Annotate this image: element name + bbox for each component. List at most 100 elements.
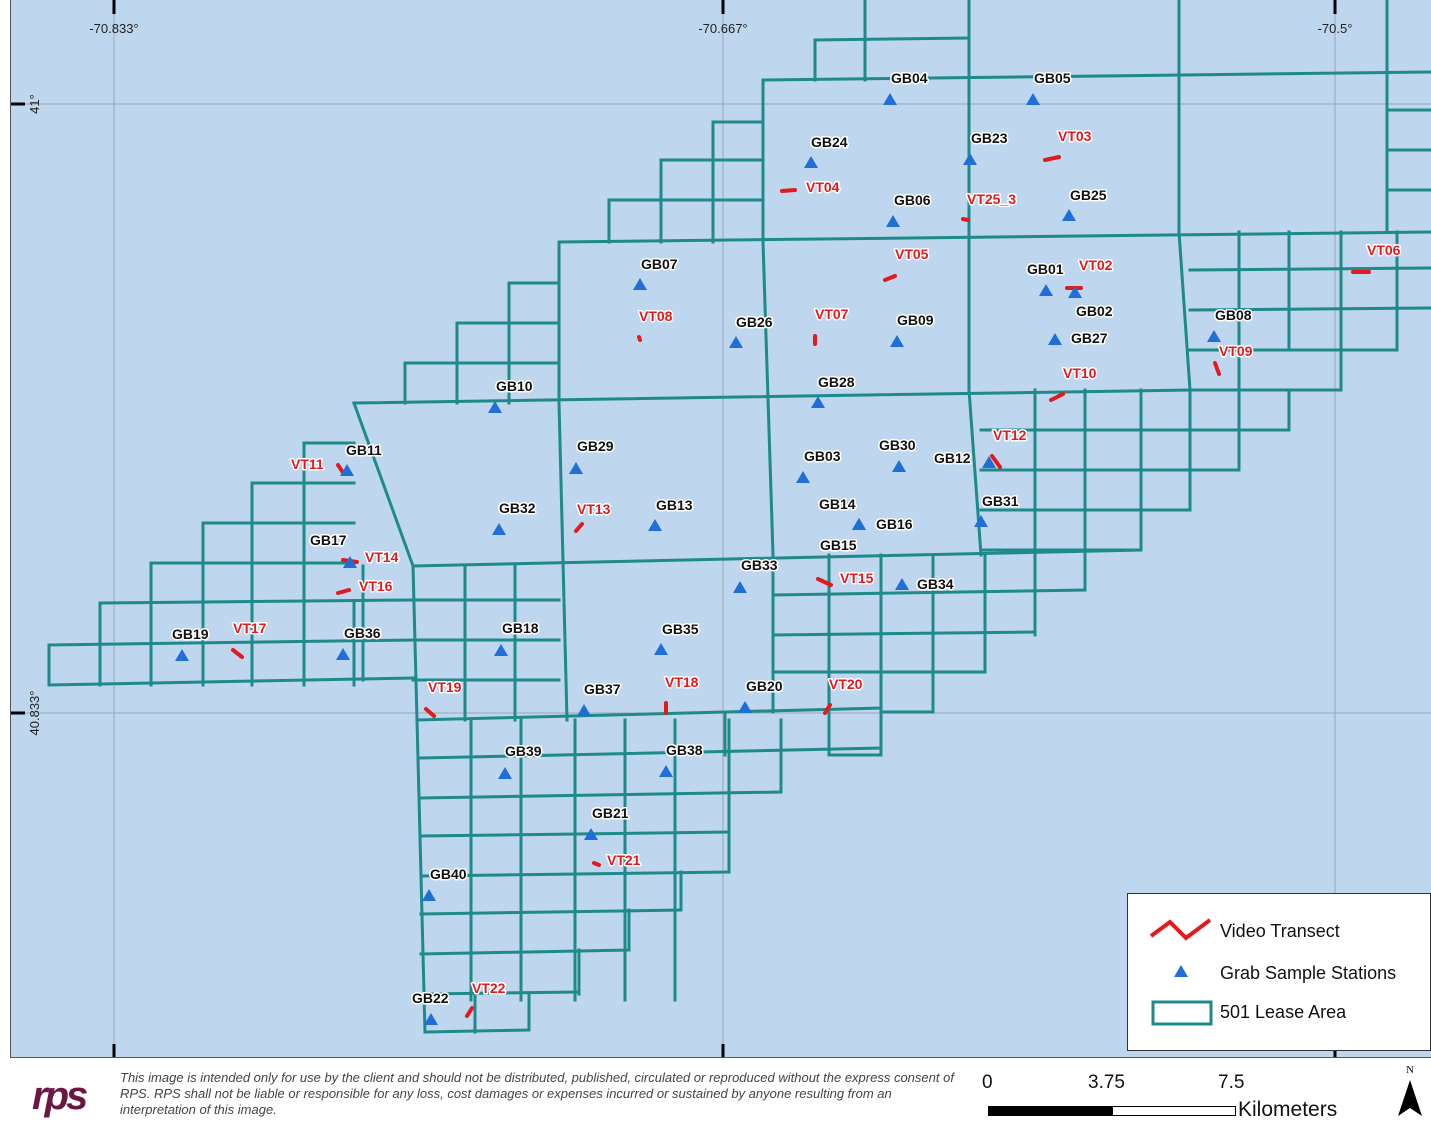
- transect-swatch-icon: [1149, 918, 1212, 941]
- grab-station-label: GB22: [412, 990, 449, 1006]
- latitude-label: 41°: [27, 94, 42, 114]
- scale-unit: Kilometers: [1238, 1098, 1338, 1121]
- lease-block-edge: [1188, 306, 1431, 312]
- video-transect-label: VT22: [472, 980, 506, 996]
- video-transect-label: VT14: [365, 549, 399, 565]
- grab-station-marker: [488, 401, 502, 413]
- lease-block-edge: [352, 401, 415, 568]
- longitude-label: -70.667°: [698, 21, 747, 36]
- grab-station-label: GB30: [879, 437, 916, 453]
- north-label: N: [1406, 1064, 1414, 1076]
- rps-logo: rps: [32, 1074, 88, 1118]
- grab-station-marker: [1026, 93, 1040, 105]
- video-transect-line: [1043, 155, 1061, 162]
- lease-block-edge: [1188, 266, 1431, 272]
- grab-station-marker: [584, 828, 598, 840]
- grab-station-marker: [654, 643, 668, 655]
- lease-block-edge: [557, 230, 1431, 244]
- grab-station-label: GB02: [1076, 303, 1113, 319]
- video-transect-label: VT13: [577, 501, 611, 517]
- grab-station-marker: [175, 649, 189, 661]
- lease-block-edge: [761, 70, 1431, 82]
- grab-station-label: GB39: [505, 743, 542, 759]
- lease-area-grid: [47, 0, 1431, 1034]
- grab-station-marker: [729, 336, 743, 348]
- lease-block-edge: [411, 548, 1143, 568]
- video-transect-line: [231, 648, 244, 659]
- grab-station-label: GB23: [971, 130, 1008, 146]
- grab-station-label: GB35: [662, 621, 699, 637]
- scale-tick-0: 0: [982, 1072, 993, 1093]
- legend-row-lease-area: 501 Lease Area: [1128, 997, 1430, 1027]
- legend-row-grab-station: Grab Sample Stations: [1128, 958, 1430, 988]
- video-transect-line: [1049, 392, 1065, 402]
- grab-station-label: GB14: [819, 496, 856, 512]
- grab-station-marker: [1062, 209, 1076, 221]
- grab-station-label: GB15: [820, 537, 857, 553]
- grab-station-label: GB17: [310, 532, 347, 548]
- video-transect-line: [883, 274, 897, 282]
- grab-station-label: GB04: [891, 70, 928, 86]
- video-transect-label: VT15: [840, 570, 874, 586]
- lease-block-edge: [419, 830, 731, 838]
- grab-station-label: GB09: [897, 312, 934, 328]
- video-transect-line: [592, 861, 601, 867]
- video-transect-label: VT02: [1079, 257, 1113, 273]
- grab-station-marker: [895, 578, 909, 590]
- grab-station-marker: [738, 701, 752, 713]
- grab-station-label: GB29: [577, 438, 614, 454]
- video-transect-label: VT08: [639, 308, 673, 324]
- video-transect-label: VT16: [359, 578, 393, 594]
- grab-station-label: GB28: [818, 374, 855, 390]
- lease-block-edge: [761, 240, 775, 557]
- grab-station-marker: [1207, 330, 1221, 342]
- lease-block-edge: [352, 388, 1192, 405]
- video-transect-label: VT19: [428, 679, 462, 695]
- video-transect-line: [961, 217, 970, 222]
- grab-station-marker: [886, 215, 900, 227]
- video-transect-label: VT12: [993, 427, 1027, 443]
- video-transect-label: VT20: [829, 676, 863, 692]
- longitude-label: -70.5°: [1318, 21, 1353, 36]
- grab-station-label: GB08: [1215, 307, 1252, 323]
- video-transect-line: [424, 707, 436, 718]
- legend-label-lease: 501 Lease Area: [1220, 1002, 1347, 1022]
- legend-label-station: Grab Sample Stations: [1220, 963, 1397, 983]
- grab-station-marker: [343, 556, 357, 568]
- grab-station-label: GB21: [592, 805, 629, 821]
- grab-station-marker: [336, 648, 350, 660]
- grab-station-label: GB26: [736, 314, 773, 330]
- water-background: [11, 0, 1431, 1057]
- grab-station-marker: [982, 456, 996, 468]
- grab-station-marker: [892, 460, 906, 472]
- grab-station-label: GB10: [496, 378, 533, 394]
- scale-bar-black-segment: [988, 1106, 1112, 1116]
- grab-station-marker: [424, 1013, 438, 1025]
- grab-station-label: GB18: [502, 620, 539, 636]
- grab-station-marker: [494, 644, 508, 656]
- map-canvas[interactable]: -70.833°-70.667°-70.5°41°40.833° VT02VT0…: [11, 0, 1431, 1058]
- grab-station-label: GB24: [811, 134, 848, 150]
- grab-station-label: GB19: [172, 626, 209, 642]
- grab-station-marker: [1039, 284, 1053, 296]
- grab-station-marker: [633, 278, 647, 290]
- grab-station-label: GB36: [344, 625, 381, 641]
- video-transect-label: VT03: [1058, 128, 1092, 144]
- grab-station-label: GB40: [430, 866, 467, 882]
- grab-station-label: GB05: [1034, 70, 1071, 86]
- north-arrow: N: [1396, 1062, 1426, 1118]
- lease-block-edge: [419, 746, 883, 760]
- video-transect-label: VT09: [1219, 343, 1253, 359]
- lease-block-edge: [419, 908, 683, 916]
- grab-station-marker: [492, 523, 506, 535]
- grab-station-marker: [883, 93, 897, 105]
- lease-block-edge: [1177, 230, 1192, 392]
- lease-block-edge: [47, 638, 415, 647]
- lease-block-edge: [423, 1028, 531, 1034]
- grab-station-label: GB16: [876, 516, 913, 532]
- grab-station-marker: [1048, 333, 1062, 345]
- lease-block-edge: [423, 990, 581, 996]
- grab-station-label: GB01: [1027, 261, 1064, 277]
